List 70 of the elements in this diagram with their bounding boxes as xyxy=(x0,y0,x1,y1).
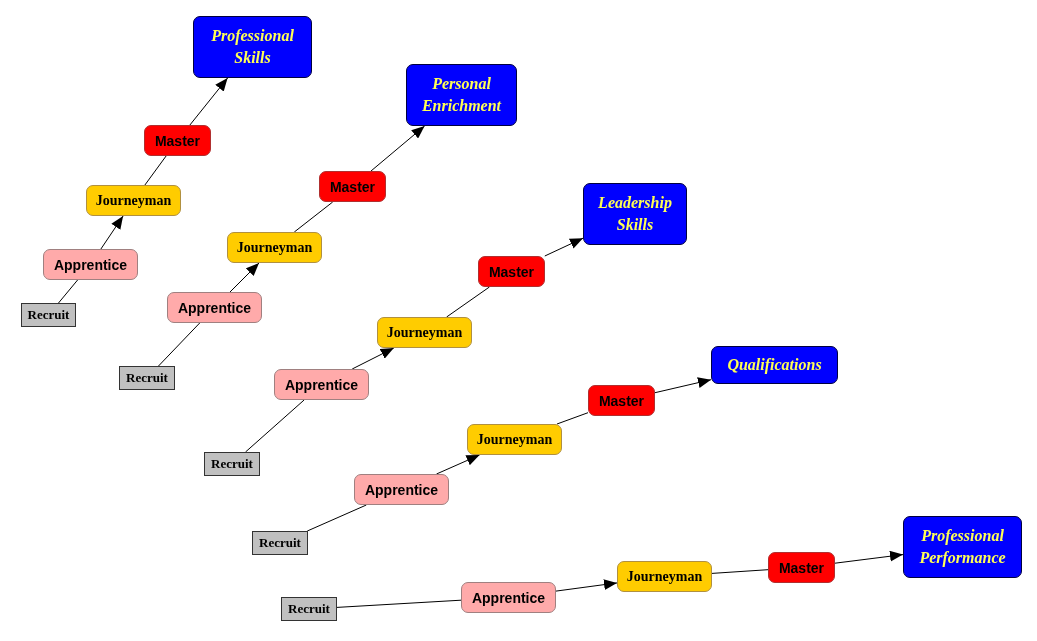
connector-line xyxy=(556,412,589,425)
arrow xyxy=(370,125,426,172)
node-label: Apprentice xyxy=(53,256,128,273)
goal-box xyxy=(711,346,838,384)
node-label: Recruit xyxy=(259,535,301,551)
node-label: Apprentice xyxy=(284,376,359,393)
goal-box xyxy=(583,183,687,245)
stage-box xyxy=(319,171,386,202)
stage-box xyxy=(119,366,175,390)
connector-line xyxy=(144,155,167,186)
stage-box xyxy=(204,452,260,476)
node-label: Master xyxy=(154,132,201,149)
node-label: Recruit xyxy=(288,601,330,617)
arrow xyxy=(834,550,904,564)
arrow xyxy=(100,215,124,250)
stage-box xyxy=(167,292,262,323)
connector-line xyxy=(336,599,462,608)
arrow xyxy=(654,377,712,394)
node-label: Recruit xyxy=(211,456,253,472)
node-label: Master xyxy=(598,392,645,409)
node-label: Journeyman xyxy=(626,568,703,585)
arrow xyxy=(351,347,395,370)
goal-box xyxy=(193,16,312,78)
node-label: Apprentice xyxy=(177,299,252,316)
arrow xyxy=(555,579,618,592)
node-label: Journeyman xyxy=(476,431,553,448)
node-label: Qualifications xyxy=(727,355,822,376)
node-label: Journeyman xyxy=(95,192,172,209)
stage-box xyxy=(478,256,545,287)
stage-box xyxy=(43,249,138,280)
node-label: Apprentice xyxy=(364,481,439,498)
stage-box xyxy=(21,303,76,327)
connector-line xyxy=(58,279,79,304)
node-label: Master xyxy=(329,178,376,195)
arrow xyxy=(436,454,480,475)
stage-box xyxy=(617,561,712,592)
node-label: Professional Skills xyxy=(210,26,295,68)
node-label: Personal Enrichment xyxy=(420,74,503,116)
node-label: Journeyman xyxy=(386,324,463,341)
stage-box xyxy=(461,582,556,613)
connector-line xyxy=(711,569,769,574)
node-label: Professional Performance xyxy=(918,526,1007,569)
goal-box xyxy=(406,64,517,126)
stage-box xyxy=(354,474,449,505)
node-label: Apprentice xyxy=(471,589,546,606)
arrow xyxy=(229,262,260,293)
goal-box xyxy=(903,516,1022,578)
arrow xyxy=(544,237,584,257)
stage-box xyxy=(377,317,472,348)
stage-box xyxy=(768,552,835,583)
stage-box xyxy=(274,369,369,400)
node-label: Recruit xyxy=(27,307,70,323)
stage-box xyxy=(281,597,337,621)
connector-line xyxy=(293,201,334,233)
stage-box xyxy=(227,232,322,263)
stage-box xyxy=(144,125,211,156)
node-label: Leadership Skills xyxy=(597,193,673,235)
arrow xyxy=(189,77,229,126)
node-label: Journeyman xyxy=(236,239,313,256)
connector-line xyxy=(306,504,367,532)
stage-box xyxy=(86,185,181,216)
node-label: Master xyxy=(488,263,535,280)
connector-line xyxy=(245,399,305,453)
node-label: Master xyxy=(778,559,825,576)
stage-box xyxy=(467,424,562,455)
connector-line xyxy=(158,322,201,367)
stage-box xyxy=(252,531,308,555)
stage-box xyxy=(588,385,655,416)
node-label: Recruit xyxy=(126,370,168,386)
connector-line xyxy=(446,286,490,318)
